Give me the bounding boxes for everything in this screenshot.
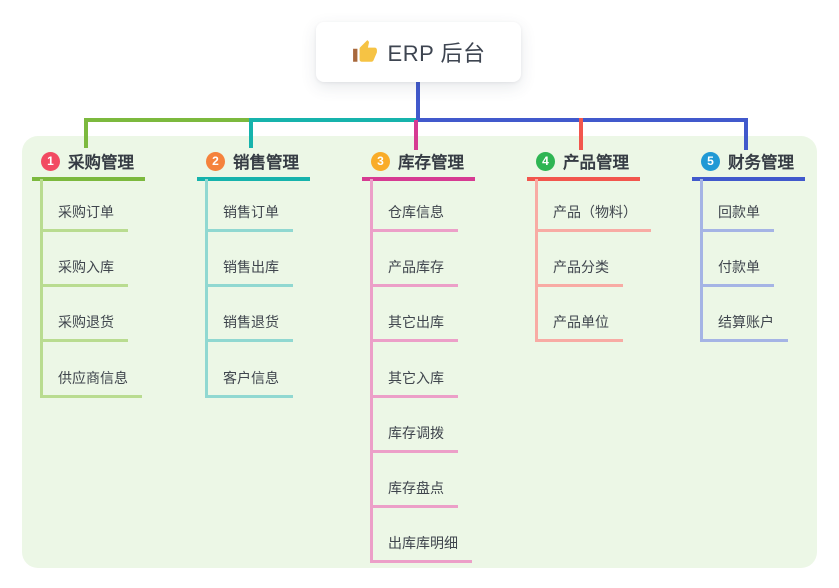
sub-node-finance-1[interactable]: 付款单 xyxy=(700,257,774,287)
sub-node-sales-0[interactable]: 销售订单 xyxy=(205,202,293,232)
sub-node-inventory-6[interactable]: 出库库明细 xyxy=(370,533,472,563)
sub-node-finance-2[interactable]: 结算账户 xyxy=(700,312,788,342)
branch-spine-line-purchase xyxy=(40,179,43,398)
thumbs-up-icon xyxy=(352,40,377,62)
sub-node-sales-1[interactable]: 销售出库 xyxy=(205,257,293,287)
root-stem-line xyxy=(416,80,420,122)
branch-node-finance[interactable]: 5 财务管理 xyxy=(701,150,794,172)
branch-title-purchase: 采购管理 xyxy=(68,154,134,172)
sub-node-purchase-2[interactable]: 采购退货 xyxy=(40,312,128,342)
sub-node-sales-2[interactable]: 销售退货 xyxy=(205,312,293,342)
drop-line-purchase xyxy=(84,118,88,148)
drop-line-finance xyxy=(744,118,748,150)
sub-node-inventory-0[interactable]: 仓库信息 xyxy=(370,202,458,232)
sub-node-product-2[interactable]: 产品单位 xyxy=(535,312,623,342)
sub-node-purchase-1[interactable]: 采购入库 xyxy=(40,257,128,287)
branch-title-inventory: 库存管理 xyxy=(398,154,464,172)
branch-number-badge-purchase: 1 xyxy=(41,151,60,171)
sub-node-product-1[interactable]: 产品分类 xyxy=(535,257,623,287)
sub-node-purchase-0[interactable]: 采购订单 xyxy=(40,202,128,232)
branch-spine-line-finance xyxy=(700,179,703,342)
sub-node-inventory-4[interactable]: 库存调拨 xyxy=(370,423,458,453)
sub-node-finance-0[interactable]: 回款单 xyxy=(700,202,774,232)
sub-node-sales-3[interactable]: 客户信息 xyxy=(205,368,293,398)
branch-underline-product xyxy=(527,177,640,181)
drop-line-sales xyxy=(249,118,253,148)
branch-number-badge-sales: 2 xyxy=(206,151,225,171)
bus-line-sales xyxy=(249,118,419,122)
branches-group-panel xyxy=(22,136,817,568)
branch-node-purchase[interactable]: 1 采购管理 xyxy=(41,150,134,172)
branch-underline-finance xyxy=(692,177,805,181)
bus-line-purchase xyxy=(84,118,253,122)
branch-number-badge-inventory: 3 xyxy=(371,151,390,171)
branch-spine-line-inventory xyxy=(370,179,373,563)
branch-number-badge-finance: 5 xyxy=(701,151,720,171)
sub-node-inventory-1[interactable]: 产品库存 xyxy=(370,257,458,287)
branch-title-sales: 销售管理 xyxy=(233,154,299,172)
sub-node-product-0[interactable]: 产品（物料） xyxy=(535,202,651,232)
branch-underline-sales xyxy=(197,177,310,181)
drop-line-product xyxy=(579,118,583,150)
sub-node-inventory-3[interactable]: 其它入库 xyxy=(370,368,458,398)
branch-node-sales[interactable]: 2 销售管理 xyxy=(206,150,299,172)
branch-spine-line-product xyxy=(535,179,538,342)
root-node-erp[interactable]: ERP 后台 xyxy=(316,22,521,82)
sub-node-inventory-2[interactable]: 其它出库 xyxy=(370,312,458,342)
branch-number-badge-product: 4 xyxy=(536,151,555,171)
branch-title-product: 产品管理 xyxy=(563,154,629,172)
branch-spine-line-sales xyxy=(205,179,208,398)
branch-underline-inventory xyxy=(362,177,475,181)
branch-node-product[interactable]: 4 产品管理 xyxy=(536,150,629,172)
sub-node-purchase-3[interactable]: 供应商信息 xyxy=(40,368,142,398)
drop-line-inventory xyxy=(414,120,418,150)
root-node-title: ERP 后台 xyxy=(387,41,486,66)
sub-node-inventory-5[interactable]: 库存盘点 xyxy=(370,478,458,508)
branch-title-finance: 财务管理 xyxy=(728,154,794,172)
branch-underline-purchase xyxy=(32,177,145,181)
branch-node-inventory[interactable]: 3 库存管理 xyxy=(371,150,464,172)
